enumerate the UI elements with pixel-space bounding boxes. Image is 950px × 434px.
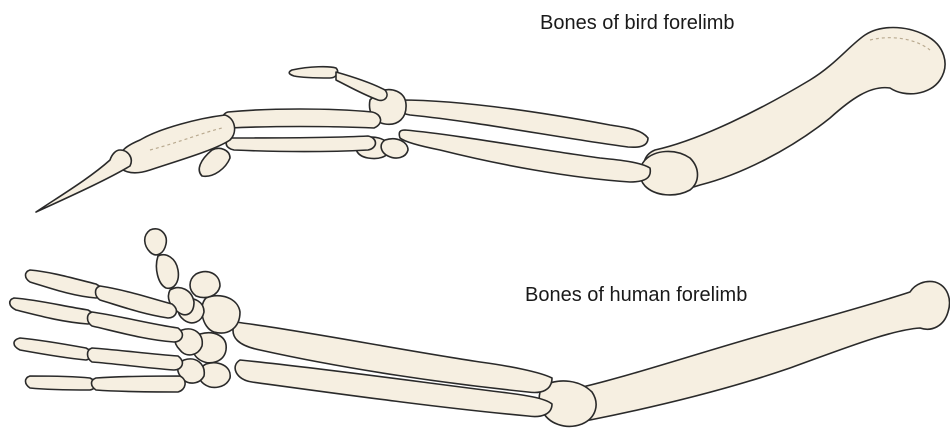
human-finger-middle (10, 298, 94, 324)
human-finger-little (92, 376, 186, 392)
bird-carpometacarpus (222, 109, 380, 128)
human-finger-little (26, 376, 97, 390)
human-forelimb (10, 229, 950, 426)
bird-forelimb-label: Bones of bird forelimb (540, 12, 735, 35)
bird-thumb (289, 67, 337, 78)
human-finger-ring (88, 348, 183, 370)
human-carpal (202, 296, 240, 333)
human-carpal (190, 272, 220, 298)
bird-digit-tip (36, 150, 131, 212)
human-thumb (145, 229, 167, 255)
bird-wrist-bone (381, 139, 408, 158)
human-finger-ring (14, 338, 92, 360)
bird-thumb (336, 72, 387, 100)
bird-carpometacarpus (226, 136, 375, 152)
human-finger-index (26, 270, 103, 298)
human-thumb (156, 255, 178, 289)
bird-forelimb (36, 28, 945, 213)
human-finger-index (96, 286, 177, 318)
human-forelimb-label: Bones of human forelimb (525, 284, 747, 307)
